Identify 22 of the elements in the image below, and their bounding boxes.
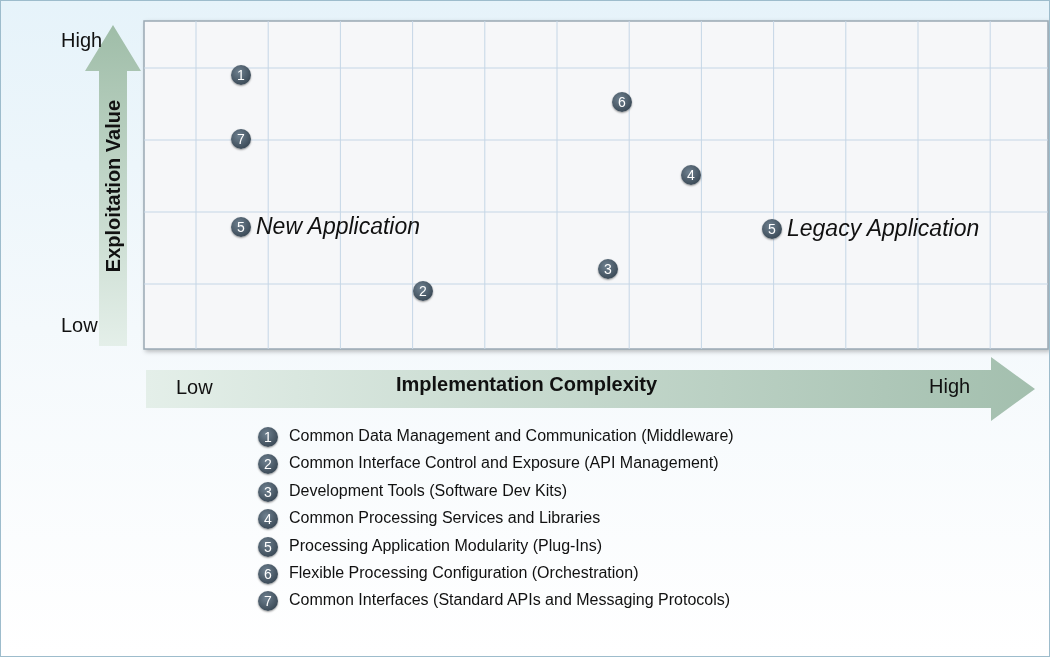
number-marker: 6	[258, 564, 278, 584]
number-marker: 2	[258, 454, 278, 475]
legend-text: Common Data Management and Communication (Middleware)	[289, 427, 734, 445]
axis-label: High	[929, 375, 971, 398]
axis-label: Low	[61, 314, 98, 337]
axis-label: Implementation Complexity	[396, 373, 658, 396]
axis-label: Low	[176, 376, 213, 399]
axis-label: Exploitation Value	[101, 99, 125, 273]
number-marker: 7	[258, 591, 278, 612]
legend-text: Processing Application Modularity (Plug-Ins)	[289, 536, 603, 555]
number-marker: 1	[258, 427, 278, 447]
legend-text: Common Interface Control and Exposure (API Management)	[289, 454, 719, 473]
number-marker: 5	[258, 536, 278, 557]
legend-text: Flexible Processing Configuration (Orchestration)	[289, 564, 639, 582]
number-marker: 3	[258, 481, 278, 502]
point-label: Legacy Application	[787, 215, 980, 242]
axis-label: High	[61, 29, 103, 52]
legend-text: Common Processing Services and Libraries	[289, 509, 601, 528]
legend-text: Development Tools (Software Dev Kits)	[289, 481, 568, 500]
legend-text: Common Interfaces (Standard APIs and Messaging Protocols)	[289, 591, 731, 610]
point-label: New Application	[256, 213, 421, 240]
number-marker: 4	[258, 509, 278, 530]
